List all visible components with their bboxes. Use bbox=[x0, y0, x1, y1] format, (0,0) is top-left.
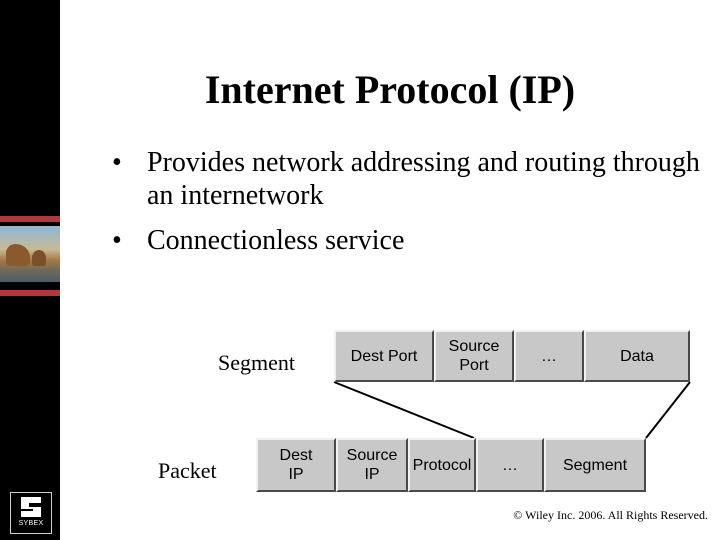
sybex-logo-icon bbox=[21, 497, 41, 517]
photo-rock bbox=[32, 250, 46, 266]
segment-field-label: Data bbox=[620, 347, 654, 365]
segment-field-source-port: Source Port bbox=[434, 330, 514, 382]
sybex-logo: SYBEX bbox=[10, 492, 52, 534]
packet-field-ellipsis: … bbox=[476, 438, 544, 492]
connector-line-left bbox=[333, 381, 475, 439]
connector-line-right bbox=[645, 381, 691, 439]
bullet-item: • Connectionless service bbox=[112, 224, 702, 257]
photo-rock bbox=[6, 244, 30, 266]
copyright-notice: © Wiley Inc. 2006. All Rights Reserved. bbox=[513, 508, 708, 522]
bullet-item: • Provides network addressing and routin… bbox=[112, 146, 702, 212]
packet-field-label: Protocol bbox=[412, 456, 472, 474]
packet-field-segment: Segment bbox=[544, 438, 646, 492]
sidebar-stripe-bottom bbox=[0, 290, 60, 296]
slide-sidebar: SYBEX bbox=[0, 0, 60, 540]
segment-field-label: … bbox=[541, 347, 557, 365]
packet-row-label: Packet bbox=[158, 458, 217, 483]
packet-field-source-ip: Source IP bbox=[336, 438, 408, 492]
segment-field-label: Dest Port bbox=[350, 347, 418, 365]
bullet-text: Provides network addressing and routing … bbox=[147, 147, 700, 211]
segment-field-label: Source Port bbox=[448, 338, 500, 374]
segment-row-label: Segment bbox=[218, 350, 295, 375]
bullet-list: • Provides network addressing and routin… bbox=[112, 146, 702, 269]
slide-title: Internet Protocol (IP) bbox=[204, 67, 576, 112]
bullet-dot: • bbox=[112, 147, 122, 178]
sidebar-photo bbox=[0, 226, 60, 282]
packet-field-label: … bbox=[502, 456, 518, 474]
segment-field-dest-port: Dest Port bbox=[334, 330, 434, 382]
segment-field-ellipsis: … bbox=[514, 330, 584, 382]
bullet-text: Connectionless service bbox=[147, 225, 405, 256]
logo-text: SYBEX bbox=[18, 520, 44, 527]
packet-field-label: Source IP bbox=[346, 447, 398, 483]
sidebar-stripe-top bbox=[0, 216, 60, 222]
segment-field-data: Data bbox=[584, 330, 690, 382]
packet-field-label: Segment bbox=[562, 456, 628, 474]
bullet-dot: • bbox=[112, 225, 122, 256]
packet-field-dest-ip: Dest IP bbox=[256, 438, 336, 492]
packet-field-label: Dest IP bbox=[279, 447, 313, 483]
packet-field-protocol: Protocol bbox=[408, 438, 476, 492]
